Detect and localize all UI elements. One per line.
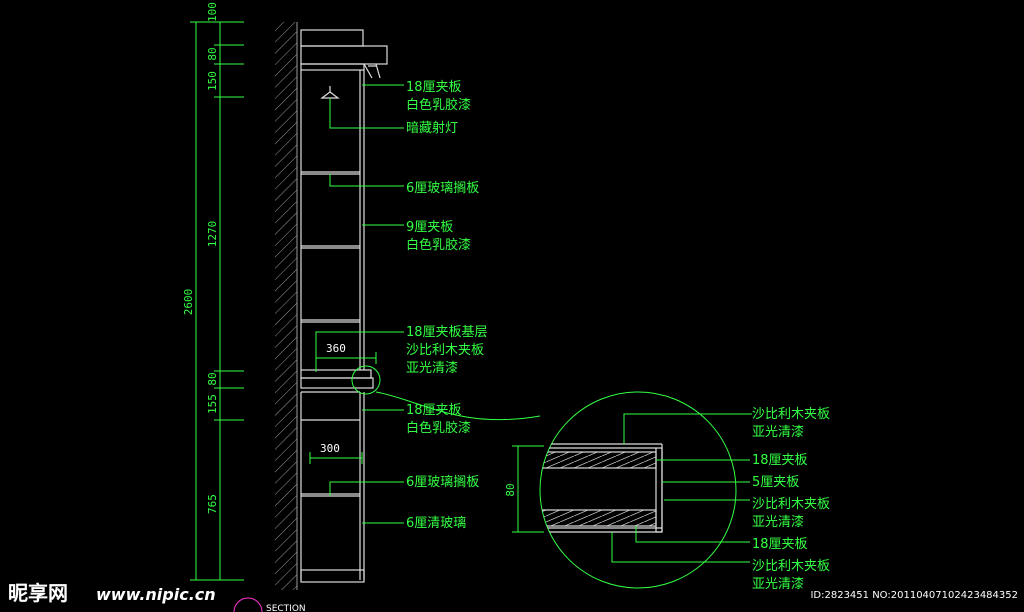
label-18mm-plywood-top: 18厘夹板 bbox=[406, 80, 462, 95]
detail-label-varnish-1: 亚光清漆 bbox=[752, 424, 804, 440]
dim-80-upper: 80 bbox=[206, 47, 219, 60]
dim-1270: 1270 bbox=[206, 221, 219, 248]
label-hidden-spotlight: 暗藏射灯 bbox=[406, 120, 458, 136]
detail-label-varnish-3: 亚光清漆 bbox=[752, 576, 804, 592]
label-9mm-plywood: 9厘夹板 bbox=[406, 220, 453, 235]
detail-annotations: 沙比利木夹板 亚光清漆 18厘夹板 5厘夹板 沙比利木夹板 亚光清漆 18厘夹板… bbox=[611, 407, 830, 592]
label-white-latex-lower: 白色乳胶漆 bbox=[406, 420, 471, 436]
dim-detail-80: 80 bbox=[504, 483, 517, 496]
watermark-url: www.nipic.cn bbox=[96, 585, 216, 604]
detail-label-5mm: 5厘夹板 bbox=[752, 475, 799, 490]
label-6mm-glass-shelf-upper: 6厘玻璃搁板 bbox=[406, 181, 479, 196]
watermark-id: ID:2823451 NO:20110407102423484352 bbox=[810, 590, 1018, 601]
watermark: 昵享网 www.nipic.cn ID:2823451 NO:201104071… bbox=[8, 581, 1018, 605]
dim-155: 155 bbox=[206, 394, 219, 414]
detail-label-sapele-2: 沙比利木夹板 bbox=[752, 497, 830, 512]
watermark-logo: 昵享网 bbox=[8, 581, 68, 605]
dim-overall: 2600 bbox=[182, 289, 195, 316]
depth-dimensions: 360 300 bbox=[309, 342, 377, 464]
section-marker: SECTION bbox=[233, 597, 306, 612]
label-white-latex-mid: 白色乳胶漆 bbox=[406, 237, 471, 253]
wall-section bbox=[275, 22, 298, 590]
detail-label-18mm-upper: 18厘夹板 bbox=[752, 453, 808, 468]
dimension-chain: 2600 100 80 150 1270 80 155 765 bbox=[182, 2, 244, 581]
label-6mm-glass-shelf-lower: 6厘玻璃搁板 bbox=[406, 475, 479, 490]
dim-150: 150 bbox=[206, 71, 219, 91]
label-matte-varnish: 亚光清漆 bbox=[406, 360, 458, 376]
section-title: SECTION bbox=[266, 604, 306, 612]
label-sapele-veneer: 沙比利木夹板 bbox=[406, 343, 484, 358]
detail-label-sapele-1: 沙比利木夹板 bbox=[752, 407, 830, 422]
detail-label-18mm-lower: 18厘夹板 bbox=[752, 537, 808, 552]
label-6mm-clear-glass: 6厘清玻璃 bbox=[406, 516, 466, 531]
detail-label-sapele-3: 沙比利木夹板 bbox=[752, 559, 830, 574]
main-annotations: 18厘夹板 白色乳胶漆 暗藏射灯 6厘玻璃搁板 9厘夹板 白色乳胶漆 18厘夹板… bbox=[315, 80, 488, 531]
detail-callout: 80 bbox=[351, 365, 737, 589]
label-white-latex-top: 白色乳胶漆 bbox=[406, 97, 471, 113]
cabinet-section bbox=[300, 29, 388, 583]
dim-765: 765 bbox=[206, 494, 219, 514]
dim-depth-360: 360 bbox=[326, 342, 346, 355]
label-18mm-plywood-base: 18厘夹板基层 bbox=[406, 325, 488, 340]
dim-80-lower: 80 bbox=[206, 372, 219, 385]
detail-label-varnish-2: 亚光清漆 bbox=[752, 514, 804, 530]
label-18mm-plywood-lower: 18厘夹板 bbox=[406, 403, 462, 418]
dim-depth-300: 300 bbox=[320, 442, 340, 455]
dim-top: 100 bbox=[206, 2, 219, 22]
